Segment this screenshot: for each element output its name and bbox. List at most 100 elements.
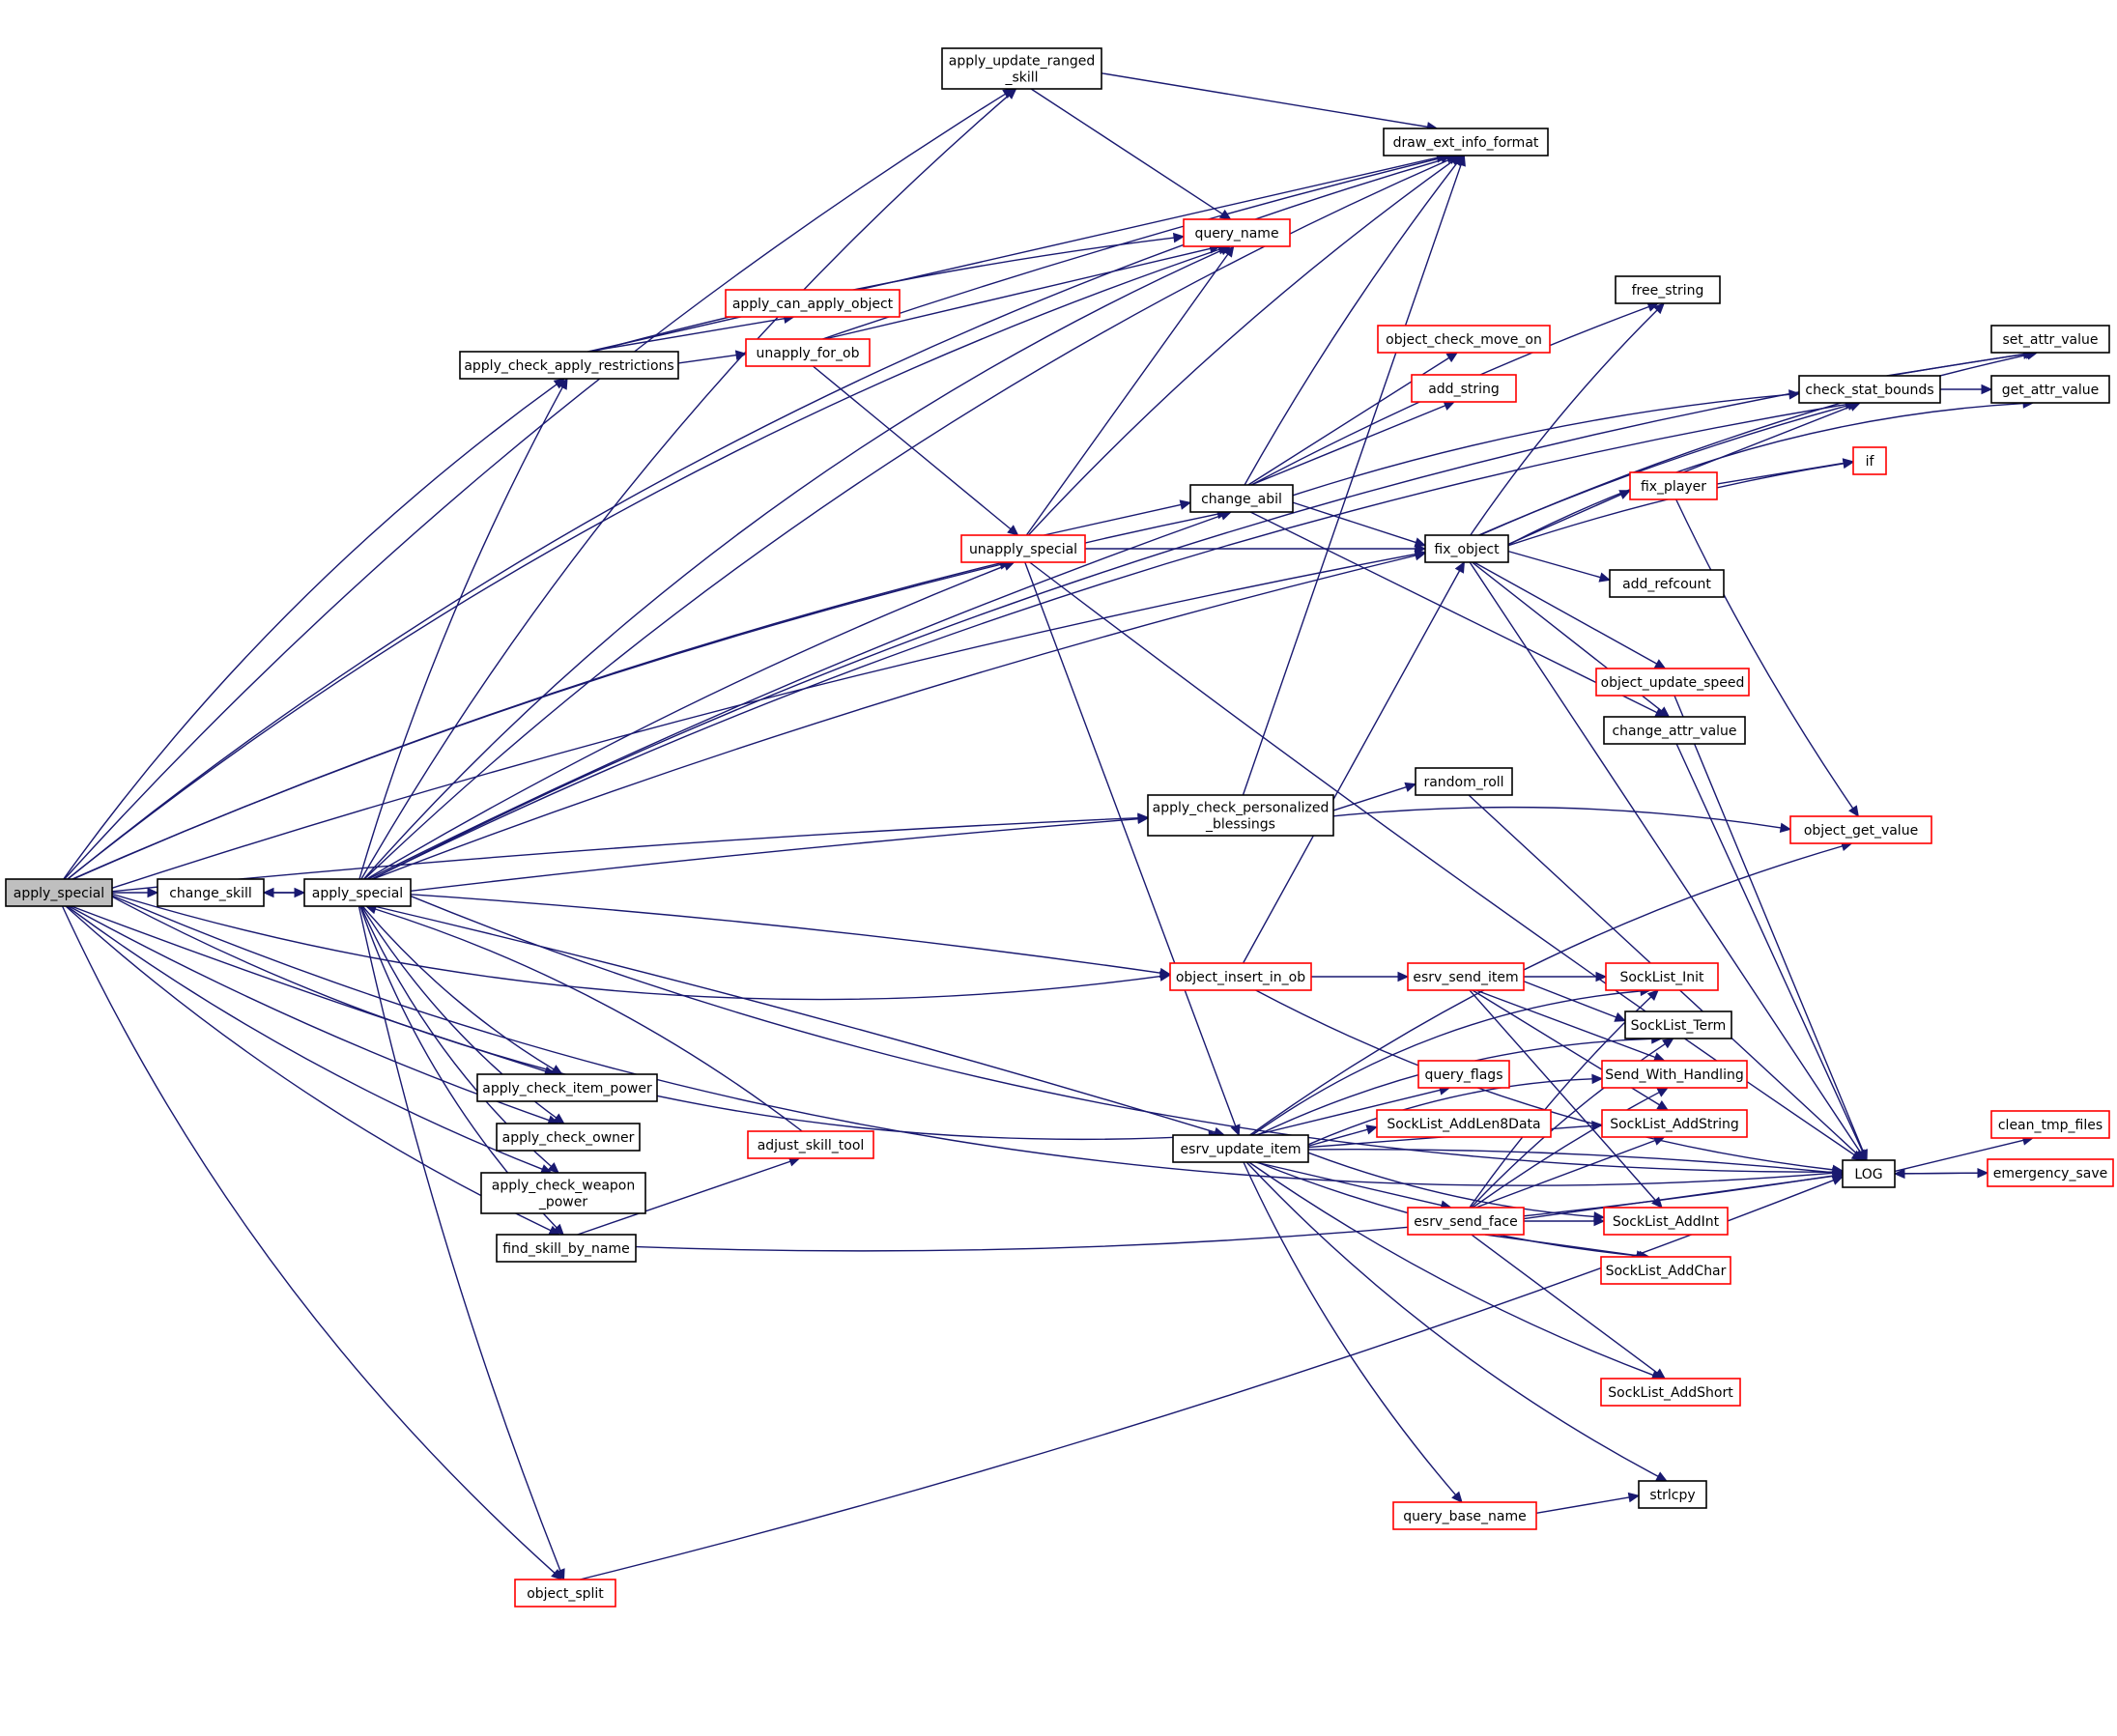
node-socklist-addchar[interactable]: SockList_AddChar: [1600, 1256, 1731, 1285]
edge-line: [824, 247, 1211, 340]
edge-line: [111, 816, 1139, 893]
node-adjust-skill-tool[interactable]: adjust_skill_tool: [747, 1130, 874, 1159]
node-object-insert-in-ob[interactable]: object_insert_in_ob: [1169, 962, 1312, 991]
node-socklist-init[interactable]: SockList_Init: [1605, 962, 1719, 991]
node-box: [1629, 471, 1718, 500]
node-object-update-speed[interactable]: object_update_speed: [1595, 668, 1750, 697]
edge-line: [1903, 1172, 1988, 1175]
edge-check-stat-bounds-to-set-attr-value: [1886, 349, 2035, 377]
edge-change-abil-to-draw-ext-info-format: [1244, 155, 1464, 486]
node-unapply-for-ob[interactable]: unapply_for_ob: [745, 338, 871, 367]
node-object-get-value[interactable]: object_get_value: [1789, 815, 1932, 844]
node-apply-check-owner[interactable]: apply_check_owner: [496, 1123, 641, 1152]
node-label: esrv_update_item: [1181, 1142, 1302, 1157]
arrowhead-icon: [1627, 1492, 1641, 1503]
node-add-refcount[interactable]: add_refcount: [1609, 569, 1725, 598]
node-object-check-move-on[interactable]: object_check_move_on: [1377, 325, 1551, 354]
node-box: [747, 1130, 874, 1159]
node-unapply-special[interactable]: unapply_special: [960, 534, 1086, 563]
edge-unapply-for-ob-to-unapply-special: [812, 365, 1019, 536]
edge-line: [1307, 1078, 1593, 1146]
edge-line: [72, 513, 1218, 880]
node-query-flags[interactable]: query_flags: [1417, 1060, 1510, 1089]
node-esrv-send-item[interactable]: esrv_send_item: [1407, 962, 1525, 991]
node-box: [480, 1172, 646, 1214]
node-box: [1595, 668, 1750, 697]
node-label: check_stat_bounds: [1805, 383, 1933, 398]
node-box: [1601, 1060, 1748, 1089]
node-box: [1603, 1207, 1729, 1236]
edge-line: [1507, 550, 1601, 579]
node-apply-check-personalized-blessings[interactable]: apply_check_personalized_blessings: [1147, 794, 1334, 837]
edge-line: [1675, 498, 1854, 810]
node-if[interactable]: if: [1852, 446, 1887, 475]
node-socklist-term[interactable]: SockList_Term: [1624, 1010, 1732, 1039]
node-query-base-name[interactable]: query_base_name: [1392, 1501, 1537, 1530]
node-label: unapply_special: [969, 542, 1077, 557]
arrowhead-icon: [1451, 1491, 1463, 1503]
node-query-name[interactable]: query_name: [1183, 218, 1291, 247]
edge-esrv-update-item-to-log: [1307, 1149, 1845, 1178]
node-apply-check-weapon-power[interactable]: apply_check_weapon_power: [480, 1172, 646, 1214]
node-find-skill-by-name[interactable]: find_skill_by_name: [496, 1234, 637, 1263]
node-strlcpy[interactable]: strlcpy: [1638, 1480, 1707, 1509]
node-clean-tmp-files[interactable]: clean_tmp_files: [1990, 1110, 2110, 1139]
node-label: apply_check_apply_restrictions: [464, 358, 673, 374]
node-random-roll[interactable]: random_roll: [1415, 767, 1513, 796]
edge-fix-player-to-object-get-value: [1675, 498, 1860, 818]
node-apply-special[interactable]: apply_special: [303, 878, 412, 907]
arrowhead-icon: [1455, 154, 1466, 167]
node-change-abil[interactable]: change_abil: [1189, 484, 1294, 513]
edge-line: [1292, 393, 1790, 497]
edge-apply-special-root-to-object-insert-in-ob: [111, 893, 1172, 1001]
edge-apply-check-personalized-blessings-to-random-roll: [1332, 782, 1417, 811]
node-get-attr-value[interactable]: get_attr_value: [1990, 375, 2110, 404]
node-apply-update-ranged-skill[interactable]: apply_update_ranged_skill: [941, 47, 1102, 90]
node-box: [1424, 534, 1509, 563]
edge-query-base-name-to-strlcpy: [1535, 1492, 1641, 1515]
node-socklist-addstring[interactable]: SockList_AddString: [1601, 1109, 1748, 1138]
node-apply-check-apply-restrictions[interactable]: apply_check_apply_restrictions: [459, 351, 679, 380]
node-box: [1601, 1109, 1748, 1138]
edge-line: [1886, 353, 2024, 377]
node-set-attr-value[interactable]: set_attr_value: [1990, 325, 2110, 354]
node-label: fix_object: [1434, 542, 1500, 557]
node-socklist-addint[interactable]: SockList_AddInt: [1603, 1207, 1729, 1236]
node-fix-object[interactable]: fix_object: [1424, 534, 1509, 563]
node-log[interactable]: LOG: [1842, 1159, 1896, 1188]
node-send-with-handling[interactable]: Send_With_Handling: [1601, 1060, 1748, 1089]
edge-line: [1475, 1139, 1656, 1209]
node-apply-can-apply-object[interactable]: apply_can_apply_object: [725, 289, 901, 318]
node-box: [459, 351, 679, 380]
node-object-split[interactable]: object_split: [514, 1579, 616, 1608]
node-esrv-send-face[interactable]: esrv_send_face: [1407, 1207, 1525, 1236]
edge-line: [1471, 1234, 1658, 1374]
node-change-skill[interactable]: change_skill: [157, 878, 265, 907]
edge-line: [66, 905, 543, 1170]
node-add-string[interactable]: add_string: [1411, 374, 1517, 403]
edge-line: [1307, 1128, 1368, 1147]
edge-line: [410, 818, 1139, 893]
edge-esrv-update-item-to-socklist-addshort: [1248, 1161, 1664, 1380]
node-fix-player[interactable]: fix_player: [1629, 471, 1718, 500]
node-check-stat-bounds[interactable]: check_stat_bounds: [1798, 375, 1941, 404]
node-socklist-addlen8data[interactable]: SockList_AddLen8Data: [1376, 1109, 1552, 1138]
node-esrv-update-item[interactable]: esrv_update_item: [1172, 1134, 1309, 1163]
edge-line: [1101, 72, 1428, 128]
edge-esrv-send-face-to-send-with-handling: [1472, 1087, 1670, 1209]
edge-line: [1472, 989, 1660, 1106]
node-change-attr-value[interactable]: change_attr_value: [1603, 716, 1746, 745]
arrowhead-icon: [1852, 1150, 1865, 1161]
node-box: [1987, 1158, 2114, 1187]
node-emergency-save[interactable]: emergency_save: [1987, 1158, 2114, 1187]
arrowhead-icon: [1591, 1073, 1604, 1085]
edge-line: [375, 908, 803, 1132]
node-apply-check-item-power[interactable]: apply_check_item_power: [476, 1073, 658, 1102]
node-label: SockList_Init: [1619, 970, 1704, 985]
edge-line: [1027, 160, 1453, 536]
node-socklist-addshort[interactable]: SockList_AddShort: [1600, 1378, 1741, 1407]
node-apply-special-root[interactable]: apply_special: [5, 878, 113, 907]
node-draw-ext-info-format[interactable]: draw_ext_info_format: [1383, 128, 1549, 157]
edge-apply-update-ranged-skill-to-query-name: [1030, 88, 1232, 220]
node-free-string[interactable]: free_string: [1615, 275, 1721, 304]
